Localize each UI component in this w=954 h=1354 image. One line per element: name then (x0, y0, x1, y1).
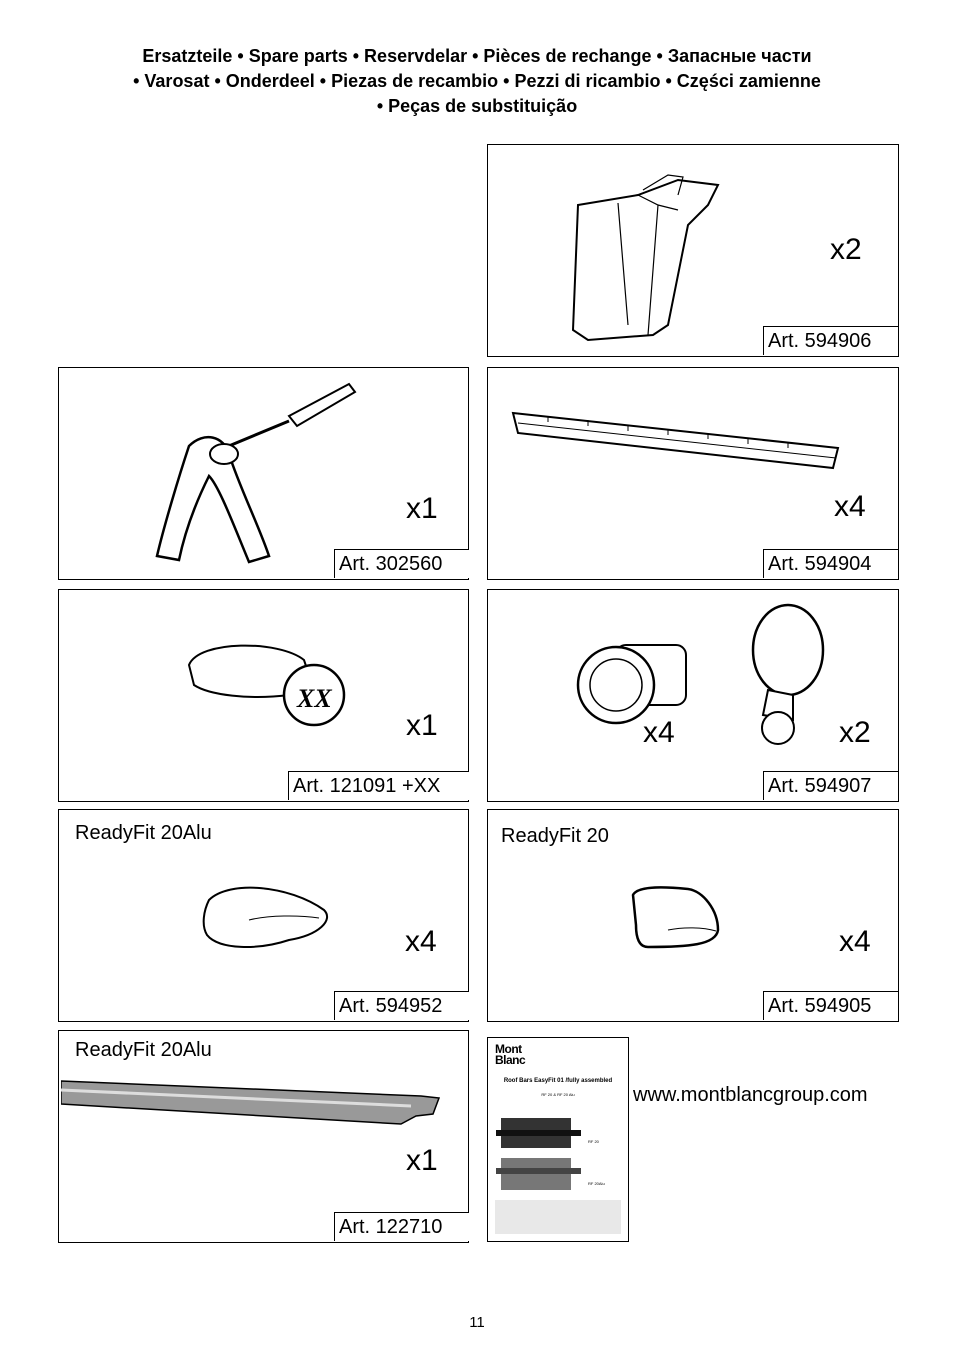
article-number-594906: Art. 594906 (763, 326, 898, 355)
key-xx-illustration: XX (187, 644, 346, 727)
page-number: 11 (469, 1314, 485, 1331)
quantity-122710: x1 (406, 1144, 438, 1177)
quantity-594906: x2 (830, 233, 862, 266)
quantity-594905: x4 (839, 925, 871, 958)
article-number-594907: Art. 594907 (763, 771, 898, 800)
article-number-122710: Art. 122710 (334, 1212, 469, 1241)
website-url[interactable]: www.montblancgroup.com (633, 1084, 868, 1106)
manual-subtitle: RF 20 & RF 20 Alu (541, 1092, 575, 1097)
part-box-594906: x2 Art. 594906 (487, 144, 899, 357)
quantity-121091: x1 (406, 709, 438, 742)
manual-languages-panel (495, 1200, 621, 1234)
lock-key-illustration (751, 603, 825, 745)
rubber-strip-illustration (61, 1080, 441, 1125)
lock-cylinder-illustration (576, 644, 687, 725)
end-cap-sleeve-illustration (571, 174, 720, 342)
header-line-3: • Peças de substituição (376, 96, 578, 116)
quantity-594904: x4 (834, 490, 866, 523)
manual-title: Roof Bars EasyFit 01 /fully assembled (503, 1078, 613, 1084)
quantity-594907-key: x2 (839, 716, 871, 749)
mont-blanc-logo: Mont Blanc (495, 1042, 526, 1067)
part-box-302560: x1 Art. 302560 (58, 367, 469, 580)
article-number-121091: Art. 121091 +XX (288, 771, 469, 800)
end-cap-alu-illustration (202, 886, 329, 948)
product-label-594952: ReadyFit 20Alu (75, 822, 212, 844)
product-label-594905: ReadyFit 20 (501, 825, 609, 847)
header-line-2: • Varosat • Onderdeel • Piezas de recamb… (133, 71, 821, 91)
article-number-302560: Art. 302560 (334, 549, 469, 578)
article-number-594952: Art. 594952 (334, 991, 469, 1020)
ruler-strip-illustration (511, 411, 840, 470)
article-number-594905: Art. 594905 (763, 991, 898, 1020)
manual-label-rf20alu: RF 20Alu (588, 1181, 605, 1186)
part-box-594907: x4 x2 Art. 594907 (487, 589, 899, 802)
manual-cover-thumbnail: Mont Blanc Roof Bars EasyFit 01 /fully a… (487, 1037, 629, 1242)
part-box-121091: XX x1 Art. 121091 +XX (58, 589, 469, 802)
roof-bar-photos (496, 1118, 581, 1190)
part-box-594952: ReadyFit 20Alu x4 Art. 594952 (58, 809, 469, 1022)
page-header: Ersatzteile • Spare parts • Reservdelar … (0, 44, 954, 119)
part-box-594904: x4 Art. 594904 (487, 367, 899, 580)
part-box-594905: ReadyFit 20 x4 Art. 594905 (487, 809, 899, 1022)
quantity-594907-cylinder: x4 (643, 716, 675, 749)
manual-label-rf20: RF 20 (588, 1139, 599, 1144)
product-label-122710: ReadyFit 20Alu (75, 1039, 212, 1061)
end-cap-illustration (631, 886, 720, 949)
quantity-594952: x4 (405, 925, 437, 958)
quantity-302560: x1 (406, 492, 438, 525)
y-tool-illustration (155, 382, 357, 564)
svg-text:XX: XX (296, 684, 332, 713)
part-box-122710: ReadyFit 20Alu x1 Art. 122710 (58, 1030, 469, 1243)
header-line-1: Ersatzteile • Spare parts • Reservdelar … (142, 46, 812, 66)
article-number-594904: Art. 594904 (763, 549, 898, 578)
